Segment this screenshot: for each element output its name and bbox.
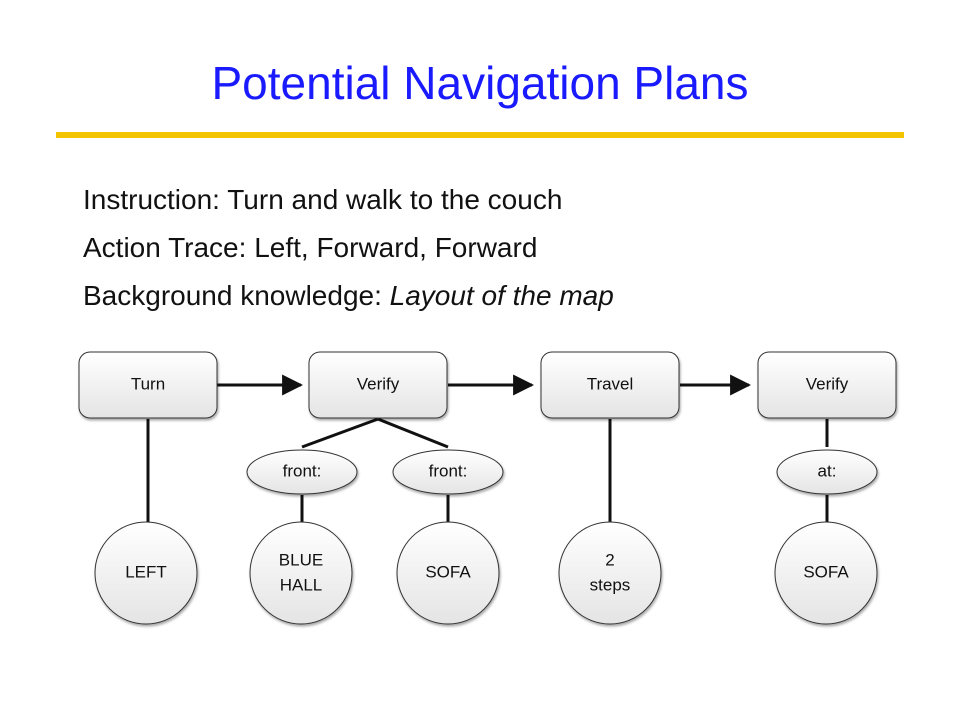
argument-node-left-label: LEFT: [125, 562, 167, 581]
argument-node-sofa-2: SOFA: [774, 521, 878, 625]
edges: [146, 374, 829, 522]
action-trace-label: Action Trace:: [83, 232, 247, 263]
relation-node-at-label: at:: [818, 461, 837, 480]
instruction-line: Instruction: Turn and walk to the couch: [83, 176, 614, 224]
title-underline: [56, 132, 904, 138]
edge-verify-front1: [301, 417, 379, 449]
action-node-turn: Turn: [78, 351, 218, 419]
page-title: Potential Navigation Plans: [211, 57, 749, 109]
instruction-label: Instruction:: [83, 184, 220, 215]
background-value: Layout of the map: [389, 280, 614, 311]
edge-verify-front2: [377, 417, 449, 449]
relation-node-front-1-label: front:: [283, 461, 322, 480]
relation-node-front-2: front:: [392, 449, 504, 495]
action-node-verify-1: Verify: [308, 351, 448, 419]
relation-node-at: at:: [776, 449, 878, 495]
action-node-verify-1-label: Verify: [357, 374, 400, 393]
argument-node-sofa-1-label: SOFA: [425, 562, 471, 581]
action-node-verify-2-label: Verify: [806, 374, 849, 393]
argument-node-blue-hall-line-2: HALL: [280, 575, 323, 594]
background-label: Background knowledge:: [83, 280, 382, 311]
background-line: Background knowledge: Layout of the map: [83, 272, 614, 320]
argument-node-steps-line-1: 2: [605, 550, 614, 569]
action-node-travel: Travel: [540, 351, 680, 419]
action-node-travel-label: Travel: [587, 374, 634, 393]
argument-node-sofa-2-label: SOFA: [803, 562, 849, 581]
argument-node-steps: 2 steps: [558, 521, 662, 625]
instruction-value: Turn and walk to the couch: [227, 184, 563, 215]
relation-node-front-1: front:: [246, 449, 358, 495]
action-trace-value: Left, Forward, Forward: [254, 232, 538, 263]
argument-node-steps-line-2: steps: [590, 575, 631, 594]
description-block: Instruction: Turn and walk to the couch …: [83, 176, 614, 320]
argument-node-sofa-1: SOFA: [396, 521, 500, 625]
argument-node-left: LEFT: [94, 521, 198, 625]
action-trace-line: Action Trace: Left, Forward, Forward: [83, 224, 614, 272]
argument-node-blue-hall: BLUE HALL: [249, 521, 353, 625]
relation-node-front-2-label: front:: [429, 461, 468, 480]
action-node-turn-label: Turn: [131, 374, 165, 393]
argument-node-blue-hall-line-1: BLUE: [279, 550, 323, 569]
action-node-verify-2: Verify: [757, 351, 897, 419]
